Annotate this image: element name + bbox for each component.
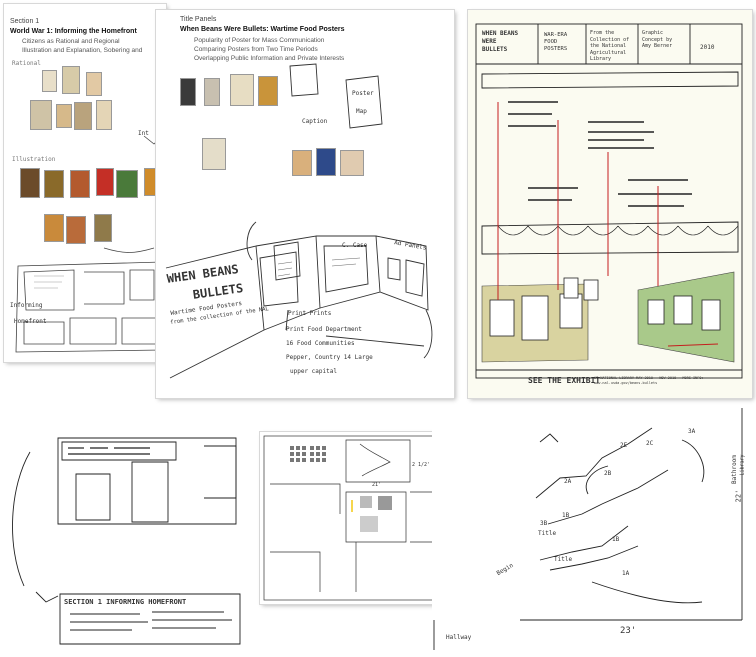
label-title-1: Title [538,530,557,537]
label-2a: 2A [564,478,572,485]
bullet-2: Comparing Posters from Two Time Periods [194,46,318,53]
header-cell-3: From the Collection of the National Agri… [590,30,630,62]
poster-thumbnail [180,78,196,106]
label-title-2: Title [554,556,573,563]
wall-label-caption: Caption [302,118,328,125]
label-bathroom: Bathroom [730,455,738,484]
section-1-wall-sketch [15,135,163,353]
sketch-note-4: Pepper, Country 14 Large [286,354,373,361]
poster-thumbnail [30,100,52,130]
sketch-note-2: Print Food Department [286,326,362,333]
poster-thumbnail [62,66,80,94]
header-cell-4: Graphic Concept by Amy Berner [642,30,673,49]
label-3b: 3B [540,520,548,527]
poster-thumbnail [44,170,64,198]
dimension-width: 21' [372,482,382,488]
sketch-note-5: upper capital [290,368,337,375]
poster-thumbnail [70,170,90,198]
footer-title: SEE THE EXHIBIT [528,376,601,385]
poster-thumbnail [230,74,254,106]
poster-thumbnail [56,104,72,128]
bullet-1: Popularity of Poster for Mass Communicat… [194,37,325,44]
label-3a: 3A [688,428,696,435]
poster-thumbnail [116,170,138,198]
header-cell-5: 2010 [700,44,715,51]
margin-note-4: Homefront [14,318,47,325]
dimension-bottom: 23' [620,626,637,636]
label-2b: 2B [604,470,612,477]
poster-thumbnail [42,70,57,92]
wall-label-map: Map [356,108,367,115]
label-2c: 2C [646,440,654,447]
label-1a: 1A [622,570,630,577]
sketch-sheet-section-1: Section 1 World War 1: Informing the Hom… [4,4,166,362]
section-title: World War 1: Informing the Homefront [10,28,137,35]
wall-label-poster: Poster [352,90,374,97]
margin-note-1: Rational [12,60,41,67]
sketch-sheet-title-panels: Title Panels When Beans Were Bullets: Wa… [156,10,454,398]
bullet-2: Illustration and Explanation, Sobering a… [22,47,143,54]
sketch-sheet-section-panel: SECTION 1 INFORMING HOMEFRONT [0,426,248,654]
poster-thumbnail [74,102,92,130]
sketch-sheet-exhibit-color: WHEN BEANS WERE BULLETS WAR-ERA FOOD POS… [468,10,752,398]
section-title: When Beans Were Bullets: Wartime Food Po… [180,26,345,33]
label-library: Library [739,454,746,476]
section-panel-sketch [12,437,241,645]
header-cell-1: WHEN BEANS WERE BULLETS [482,30,519,53]
poster-thumbnail [66,216,86,244]
poster-thumbnail [204,78,220,106]
poster-thumbnail [258,76,278,106]
section-label: Section 1 [10,18,40,25]
layout-sketch [433,408,743,650]
dimension-depth: 2 1/2' [412,462,431,468]
label-2e: 2E [620,442,628,449]
poster-thumbnail [292,150,312,176]
sketch-note-3: 16 Food Communities [286,340,355,347]
title-panel-wall-sketch [165,63,433,379]
poster-thumbnail [96,168,114,196]
poster-thumbnail [86,72,102,96]
bullet-3: Overlapping Public Information and Priva… [194,55,345,62]
label-hallway: Hallway [446,634,472,641]
poster-thumbnail [44,214,64,242]
label-1b-lower: 1B [562,512,570,519]
margin-note-5: Int [138,130,149,137]
label-1b: 1B [612,536,620,543]
poster-thumbnail [316,148,336,176]
exhibit-color-sketch [475,23,743,379]
sketch-note-1: Print Prints [288,310,332,317]
footer-details: AT NATIONAL LIBRARY MAY 2010 - NOV 2010 … [594,376,704,385]
margin-note-3: Informing [10,302,43,309]
margin-note-2: Illustration [12,156,56,163]
wall-label-case: C. Case [342,242,368,249]
poster-thumbnail [340,150,364,176]
poster-thumbnail [94,214,112,242]
poster-thumbnail [20,168,40,198]
dimension-right: 22' [734,489,743,503]
poster-thumbnail [96,100,112,130]
section-label: Title Panels [180,16,217,23]
sketch-sheet-layout: 3A 2C 2E 2B 2A 1B 1A 3B 1B Title Title B… [432,406,754,654]
header-cell-2: WAR-ERA FOOD POSTERS [544,32,568,52]
poster-thumbnail [202,138,226,170]
bullet-1: Citizens as Rational and Regional [22,38,120,45]
section-panel-header: SECTION 1 INFORMING HOMEFRONT [64,598,187,606]
